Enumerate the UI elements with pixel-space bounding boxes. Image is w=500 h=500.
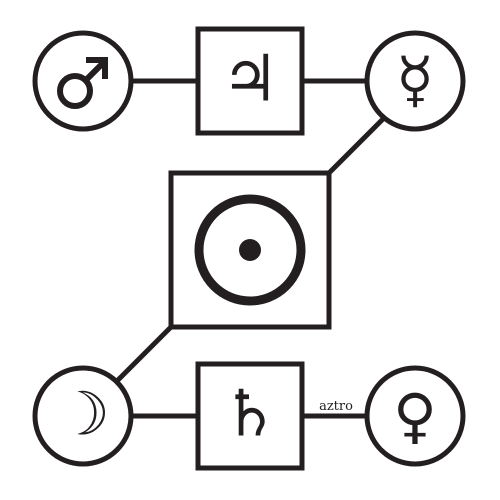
node-saturn: ♄: [195, 361, 305, 471]
node-mercury-circle: [364, 30, 466, 132]
sun-icon: [194, 194, 306, 306]
venus-icon: ♀: [393, 382, 437, 452]
mars-icon: [57, 57, 109, 109]
edge-label-aztro: aztro: [319, 399, 353, 414]
connector-sun-moon: [115, 325, 173, 383]
mercury-icon: ☿: [396, 43, 434, 116]
node-sun: [168, 170, 332, 330]
node-saturn-square: [195, 361, 305, 471]
node-venus: ♀: [364, 365, 466, 467]
jupiter-icon: ♃: [221, 43, 278, 117]
connector-mercury-sun: [327, 117, 385, 175]
moon-icon: ☽: [56, 380, 110, 450]
node-jupiter: ♃: [195, 26, 305, 136]
node-venus-circle: [364, 365, 466, 467]
node-moon-circle: [32, 365, 134, 467]
node-moon: ☽: [32, 365, 134, 467]
node-jupiter-square: [195, 26, 305, 136]
saturn-icon: ♄: [221, 378, 278, 452]
node-mercury: ☿: [364, 30, 466, 132]
node-mars: [32, 30, 134, 132]
